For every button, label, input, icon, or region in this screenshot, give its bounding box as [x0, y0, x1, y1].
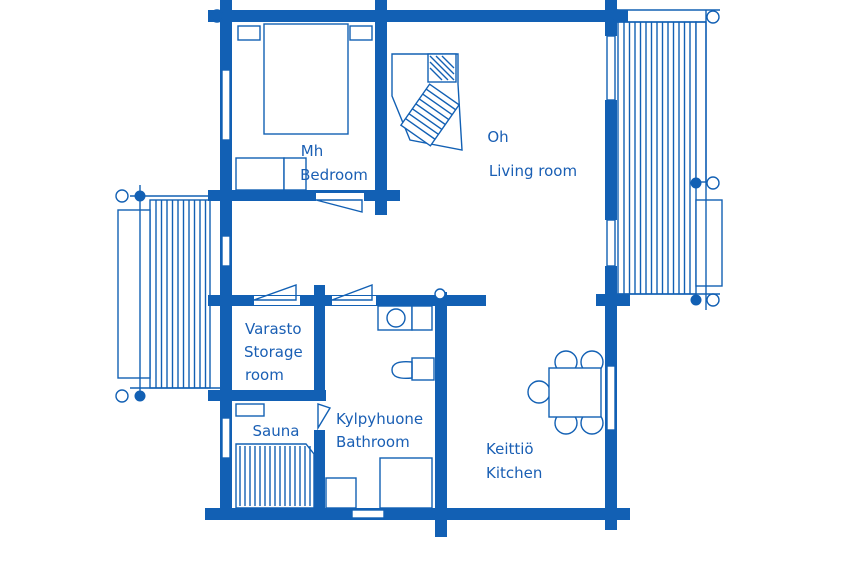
- storage-label-en1: Storage: [244, 343, 303, 361]
- bed: [235, 23, 373, 191]
- bathroom-label-en: Bathroom: [336, 433, 410, 451]
- kitchen-label-fi: Keittiö: [486, 440, 534, 458]
- bedroom-label-fi: Mh: [301, 142, 323, 160]
- bathroom-fixtures: [325, 288, 446, 509]
- sauna-bench: [235, 403, 315, 509]
- bathroom-label-fi: Kylpyhuone: [336, 410, 423, 428]
- storage-label-fi: Varasto: [245, 320, 302, 338]
- storage-label-en2: room: [245, 366, 284, 384]
- kitchen-label-en: Kitchen: [486, 464, 542, 482]
- living-label-en: Living room: [489, 162, 577, 180]
- windows: [221, 35, 616, 519]
- post-markers: [115, 9, 720, 403]
- bedroom-label-en: Bedroom: [300, 166, 368, 184]
- right-terrace: [610, 9, 723, 310]
- fireplace: [391, 53, 463, 151]
- room-labels: Mh Bedroom Oh Living room Varasto Storag…: [244, 128, 577, 482]
- left-terrace: [117, 185, 230, 400]
- dining-table: [527, 350, 604, 435]
- doors: [253, 193, 376, 431]
- sauna-label: Sauna: [253, 422, 300, 440]
- living-label-fi: Oh: [487, 128, 508, 146]
